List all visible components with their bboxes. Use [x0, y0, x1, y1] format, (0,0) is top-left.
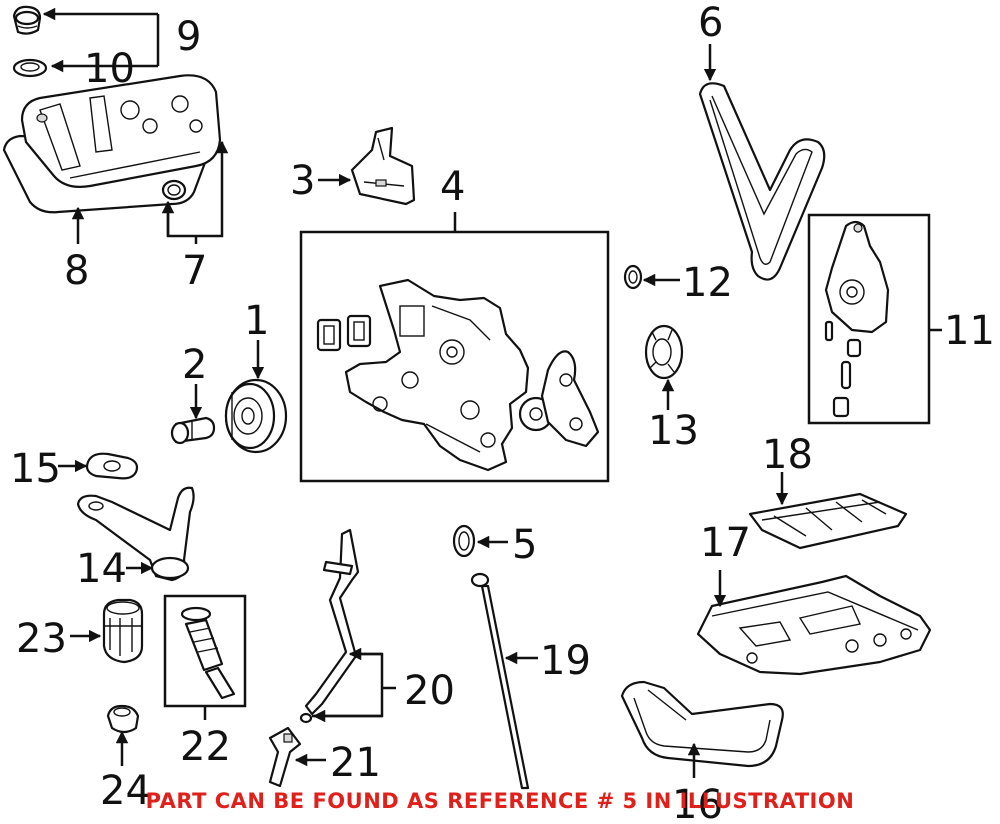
callout-7: 7	[182, 248, 207, 294]
part-22-oil-filter-element	[180, 606, 236, 700]
callout-23: 23	[16, 616, 67, 662]
callout-numbers: 9 10 8 7 3 4 1 2 6 12 11 13 15 14 23 22 …	[10, 0, 995, 824]
part-18-oil-pan-baffle	[748, 492, 908, 550]
part-4-timing-cover	[316, 278, 600, 472]
part-11-oil-pump	[824, 220, 890, 418]
callout-5: 5	[512, 522, 537, 568]
part-11-kit-box	[807, 213, 931, 425]
callout-20: 20	[404, 668, 455, 714]
part-17-upper-oil-pan	[696, 574, 932, 676]
callout-6: 6	[698, 0, 723, 46]
part-19-dipstick	[470, 572, 530, 790]
callout-2: 2	[182, 342, 207, 388]
part-3-bracket	[350, 126, 416, 206]
callout-8: 8	[64, 248, 89, 294]
callout-14: 14	[76, 546, 127, 592]
part-7-spark-plug-tube-seal	[161, 179, 187, 201]
part-16-lower-oil-pan	[620, 680, 784, 768]
part-14-oil-strainer	[76, 486, 195, 582]
part-9-oil-filler-cap	[12, 5, 42, 35]
callout-21: 21	[330, 740, 381, 786]
callout-9: 9	[176, 14, 201, 60]
part-10-cap-gasket	[12, 58, 48, 78]
part-21-sensor	[268, 726, 302, 788]
callout-12: 12	[682, 260, 733, 306]
part-20-dipstick-tube	[299, 528, 360, 724]
callout-16: 16	[672, 782, 723, 824]
part-1-crankshaft-pulley	[224, 378, 288, 454]
part-12-seal	[623, 264, 643, 290]
part-6-timing-chain	[698, 82, 826, 281]
part-2-pulley-bolt	[170, 416, 216, 445]
part-8-valve-cover	[2, 74, 222, 214]
callout-13: 13	[648, 408, 699, 454]
callout-10: 10	[84, 46, 135, 92]
callout-22: 22	[180, 724, 231, 770]
part-5-seal	[452, 524, 476, 558]
callout-4: 4	[440, 164, 465, 210]
callout-17: 17	[700, 520, 751, 566]
callout-15: 15	[10, 446, 61, 492]
callout-24: 24	[100, 768, 151, 814]
part-13-sprocket	[644, 324, 684, 380]
part-24-drain-plug	[106, 704, 140, 734]
callout-11: 11	[944, 308, 995, 354]
leader-lines	[42, 7, 942, 778]
callout-1: 1	[244, 298, 269, 344]
part-23-oil-filter-housing	[102, 598, 144, 664]
callout-18: 18	[762, 432, 813, 478]
callout-3: 3	[290, 158, 315, 204]
callout-19: 19	[540, 638, 591, 684]
part-15-strainer-gasket	[85, 452, 139, 480]
part-reference-notice: PART CAN BE FOUND AS REFERENCE # 5 IN IL…	[145, 789, 855, 813]
